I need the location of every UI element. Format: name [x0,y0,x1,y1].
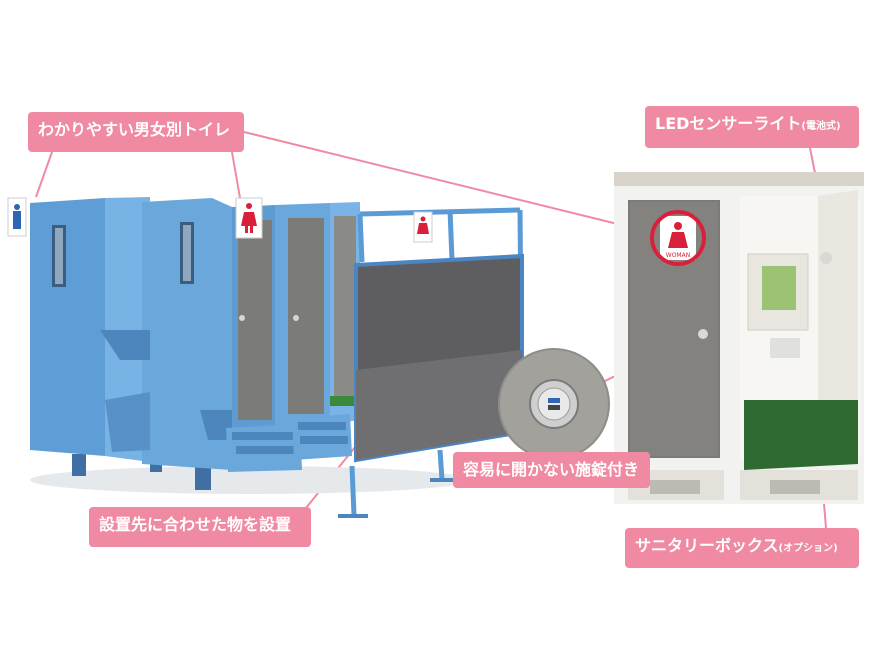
lock-closeup [498,348,610,460]
secure-lock-text: 容易に開かない施錠付き [463,460,640,479]
installation-text: 設置先に合わせた物を設置 [99,515,292,534]
sanitary-box-label: サニタリーボックス(オプション) [625,528,859,568]
installation-label: 設置先に合わせた物を設置 [89,507,311,547]
led-battery-note: (電池式) [801,121,841,132]
man-icon [13,204,21,229]
gender-separated-label: わかりやすい男女別トイレ [28,112,244,152]
led-sensor-light-label: LEDセンサーライト(電池式) [645,106,859,148]
sanitary-option-note: (オプション) [778,543,838,554]
toilet-interior-photo: WOMAN [614,172,864,504]
woman-sign-text: WOMAN [666,252,690,259]
led-sensor-light-text: LEDセンサーライト [655,114,802,133]
gender-separated-text: わかりやすい男女別トイレ [38,120,231,139]
woman-icon [241,203,257,233]
sanitary-box-text: サニタリーボックス [635,536,779,555]
secure-lock-label: 容易に開かない施錠付き [453,452,650,488]
blue-toilet-unit [7,197,525,518]
